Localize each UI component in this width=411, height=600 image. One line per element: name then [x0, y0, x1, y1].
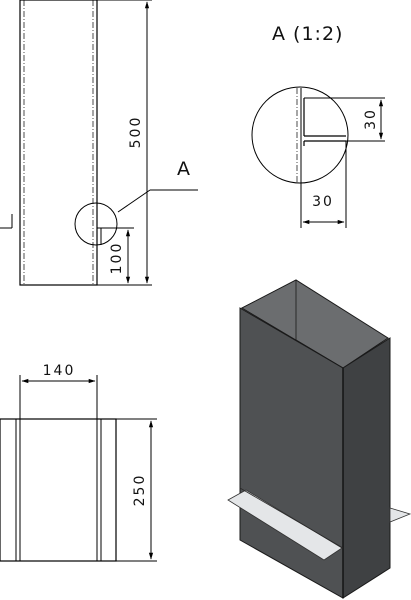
- iso-flange-strip: [227, 489, 343, 561]
- iso-flange-tab: [389, 507, 411, 523]
- isometric-view: [227, 279, 411, 599]
- dim-100-label: 100: [109, 242, 125, 275]
- detail-view-a: A (1:2) 30 30: [251, 23, 385, 228]
- top-view-outline: [0, 418, 117, 562]
- dim-30v-label: 30: [363, 108, 379, 130]
- detail-view-circle: [251, 86, 349, 184]
- dim-140-label: 140: [43, 363, 76, 379]
- iso-side-face: [342, 337, 391, 599]
- dim-250-label: 250: [132, 474, 148, 507]
- detail-circle-a: [74, 202, 118, 246]
- dim-500-label: 500: [128, 116, 144, 149]
- detail-title: A (1:2): [272, 23, 343, 45]
- front-view-outline: [19, 0, 98, 286]
- iso-flange-fold: [239, 487, 344, 549]
- detail-leader: [117, 189, 151, 213]
- top-view: 140 250: [0, 363, 157, 562]
- detail-marker-label: A: [177, 158, 191, 180]
- dim-30h-label: 30: [312, 194, 334, 210]
- front-view: 500 100 A: [0, 0, 198, 286]
